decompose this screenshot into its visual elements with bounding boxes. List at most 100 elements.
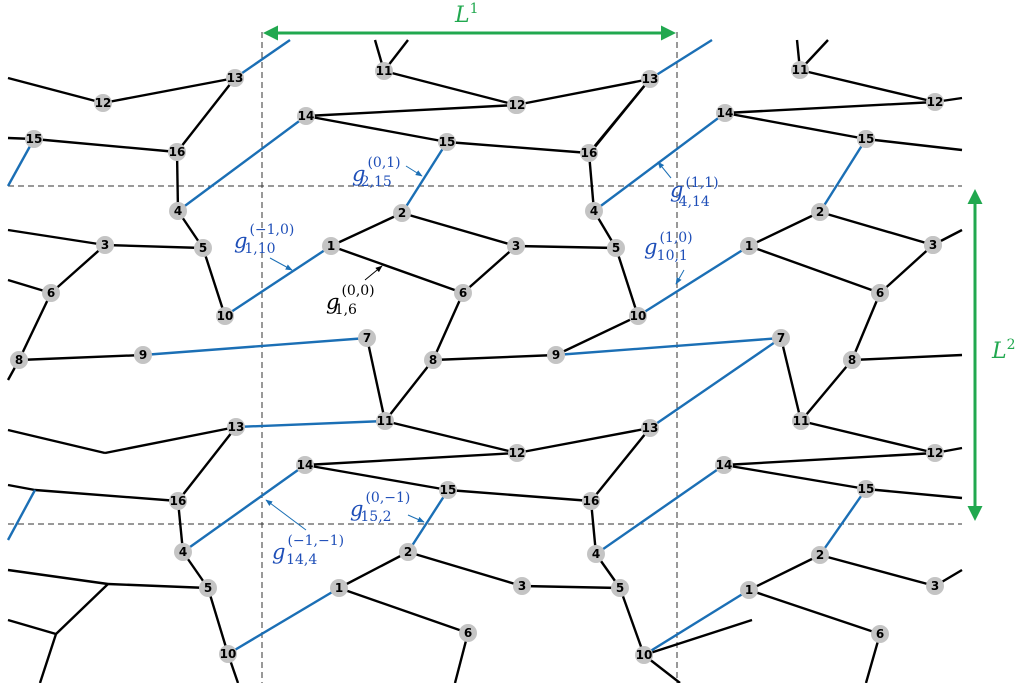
node-circle [322,237,340,255]
black-edge [447,488,592,503]
node-label: 3 [931,579,939,593]
node-label: 15 [858,132,875,146]
graph-node: 15 [439,481,457,499]
black-edge [819,210,934,247]
black-edge [384,359,434,422]
black-edge [748,588,881,636]
node-label: 16 [583,494,600,508]
node-circle [582,492,600,510]
black-edge [462,245,517,294]
graph-node: 10 [219,645,237,663]
node-circle [772,329,790,347]
black-edge [104,425,237,455]
node-circle [871,625,889,643]
black-edge [515,244,617,250]
annotation-g-4-14: g(1,1)4,14 [657,161,719,210]
node-circle [219,645,237,663]
node-label: 4 [179,545,187,559]
svg-text:g(−1,−1)14,4: g(−1,−1)14,4 [272,533,344,568]
node-label: 13 [227,71,244,85]
graph-node: 8 [424,351,442,369]
black-edge [724,111,867,141]
node-label: 9 [139,348,147,362]
node-circle [635,646,653,664]
black-edge [879,244,934,294]
graph-node: 14 [296,456,314,474]
dimension-L1-label: L1 [454,1,479,28]
node-label: 14 [298,109,315,123]
graph-node: 3 [96,236,114,254]
node-label: 15 [440,483,457,497]
black-edge [17,292,53,361]
graph-node: 15 [857,130,875,148]
blue-edge [649,337,782,429]
graph-node: 11 [792,412,810,430]
black-edge [401,211,517,248]
graph-node: 6 [871,625,889,643]
black-edge [643,618,753,657]
black-edge [446,140,590,155]
graph-node: 5 [199,579,217,597]
black-edge [7,568,109,586]
graph-node: 10 [635,646,653,664]
graph-node: 16 [582,492,600,510]
node-circle [454,284,472,302]
black-edge [7,76,104,105]
black-edge [851,353,963,362]
black-edge [431,292,465,361]
node-circle [358,329,376,347]
graph-node: 12 [94,94,112,112]
node-circle [438,133,456,151]
graph-node: 6 [42,284,60,302]
black-edge [55,583,109,635]
node-circle [94,94,112,112]
graph-node: 8 [843,351,861,369]
node-label: 5 [612,241,620,255]
black-edge [338,550,409,590]
graph-node: 11 [791,61,809,79]
black-edge [819,553,936,588]
node-circle [393,204,411,222]
graph-node: 2 [811,203,829,221]
graph-node: 2 [811,546,829,564]
black-edge [850,292,882,361]
graph-node: 13 [227,418,245,436]
node-label: 11 [376,64,393,78]
blue-edge [555,336,782,357]
node-circle [375,62,393,80]
graph-node: 7 [772,329,790,347]
graph-node: 16 [168,143,186,161]
graph-node: 15 [25,130,43,148]
black-edge [748,244,881,295]
black-edge [330,244,464,295]
black-edge [748,210,821,248]
node-circle [547,346,565,364]
node-circle [607,239,625,257]
node-label: 12 [509,446,526,460]
black-edge [201,247,227,317]
graph-node: 12 [508,96,526,114]
graph-node: 9 [547,346,565,364]
black-edge [432,353,557,362]
graph-node: 2 [399,543,417,561]
graph-node: 3 [513,577,531,595]
graph-node: 9 [134,346,152,364]
graph-node: 15 [857,480,875,498]
svg-text:g(0,1)2,15: g(0,1)2,15 [352,155,401,190]
graph-node: 13 [641,419,659,437]
node-label: 14 [717,106,734,120]
node-circle [871,284,889,302]
node-label: 4 [592,547,600,561]
black-edge [38,633,58,683]
black-edge [865,487,963,500]
black-edge [102,76,236,105]
node-label: 12 [509,98,526,112]
graph-node: 3 [507,237,525,255]
node-circle [716,104,734,122]
node-circle [629,307,647,325]
node-circle [194,239,212,257]
black-edge [175,151,180,212]
node-circle [811,203,829,221]
node-label: 1 [745,239,753,253]
blue-edge [818,138,868,213]
